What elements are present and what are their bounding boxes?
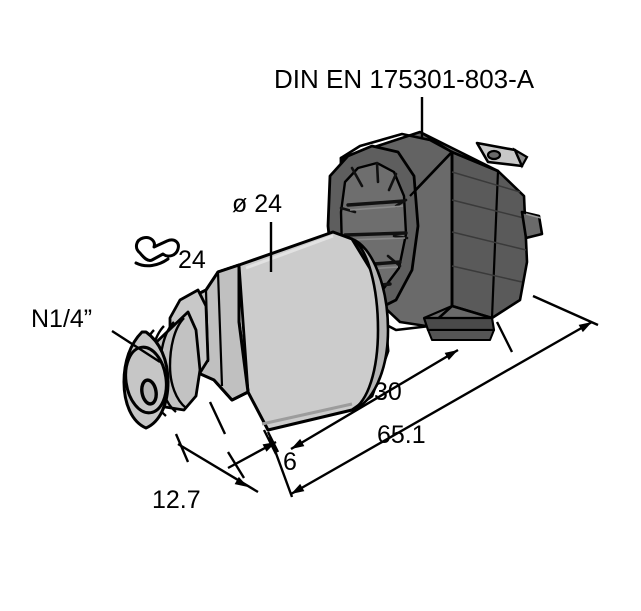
side-latch-tab	[520, 210, 544, 240]
dim127-label: 12.7	[152, 486, 201, 514]
dim65-line	[290, 320, 593, 496]
wrench-size-label: 24	[178, 246, 206, 274]
dim30-ext-right	[495, 321, 514, 353]
side-latch-highlight	[525, 213, 542, 219]
dim6-label: 6	[283, 448, 297, 476]
connector-base-step-2	[427, 329, 495, 341]
dim6-ext-left	[208, 401, 227, 435]
thread-leader-line	[111, 329, 161, 364]
dimension-127: 12.7	[152, 433, 259, 514]
dim6-ext-right	[262, 429, 278, 455]
dimension-30: 30	[266, 321, 514, 453]
diameter-label: ø 24	[232, 190, 282, 218]
dim65-ext-right	[532, 294, 599, 327]
thread-spigot	[122, 310, 202, 430]
connector-standard-label: DIN EN 175301-803-A	[274, 64, 535, 94]
mounting-tab-hole	[486, 149, 502, 161]
mounting-tab-edge	[512, 147, 529, 169]
dim65-label: 65.1	[377, 421, 426, 449]
thread-ridge-1	[168, 317, 187, 409]
body-highlight	[245, 234, 334, 270]
body-end-cap	[351, 237, 390, 412]
dim127-ext-right	[226, 451, 246, 479]
dimension-65: 65.1	[268, 294, 599, 498]
body-shadow-line	[261, 402, 353, 426]
dim30-ext-left	[266, 431, 280, 453]
connector-facet-edges	[409, 131, 500, 320]
thread-size-label: N1/4”	[31, 305, 92, 333]
connector-shading-lines	[451, 171, 527, 283]
wrench-icon	[134, 236, 180, 268]
pressure-port-bore	[140, 378, 158, 406]
dim30-arrow-right	[444, 346, 461, 361]
dim30-line	[290, 348, 459, 451]
dim30-label: 30	[374, 378, 402, 406]
dim127-ext-left	[174, 433, 190, 463]
connector-base-step-1	[422, 316, 496, 332]
rib-bands	[343, 199, 408, 290]
sensor-assembly	[122, 130, 544, 432]
